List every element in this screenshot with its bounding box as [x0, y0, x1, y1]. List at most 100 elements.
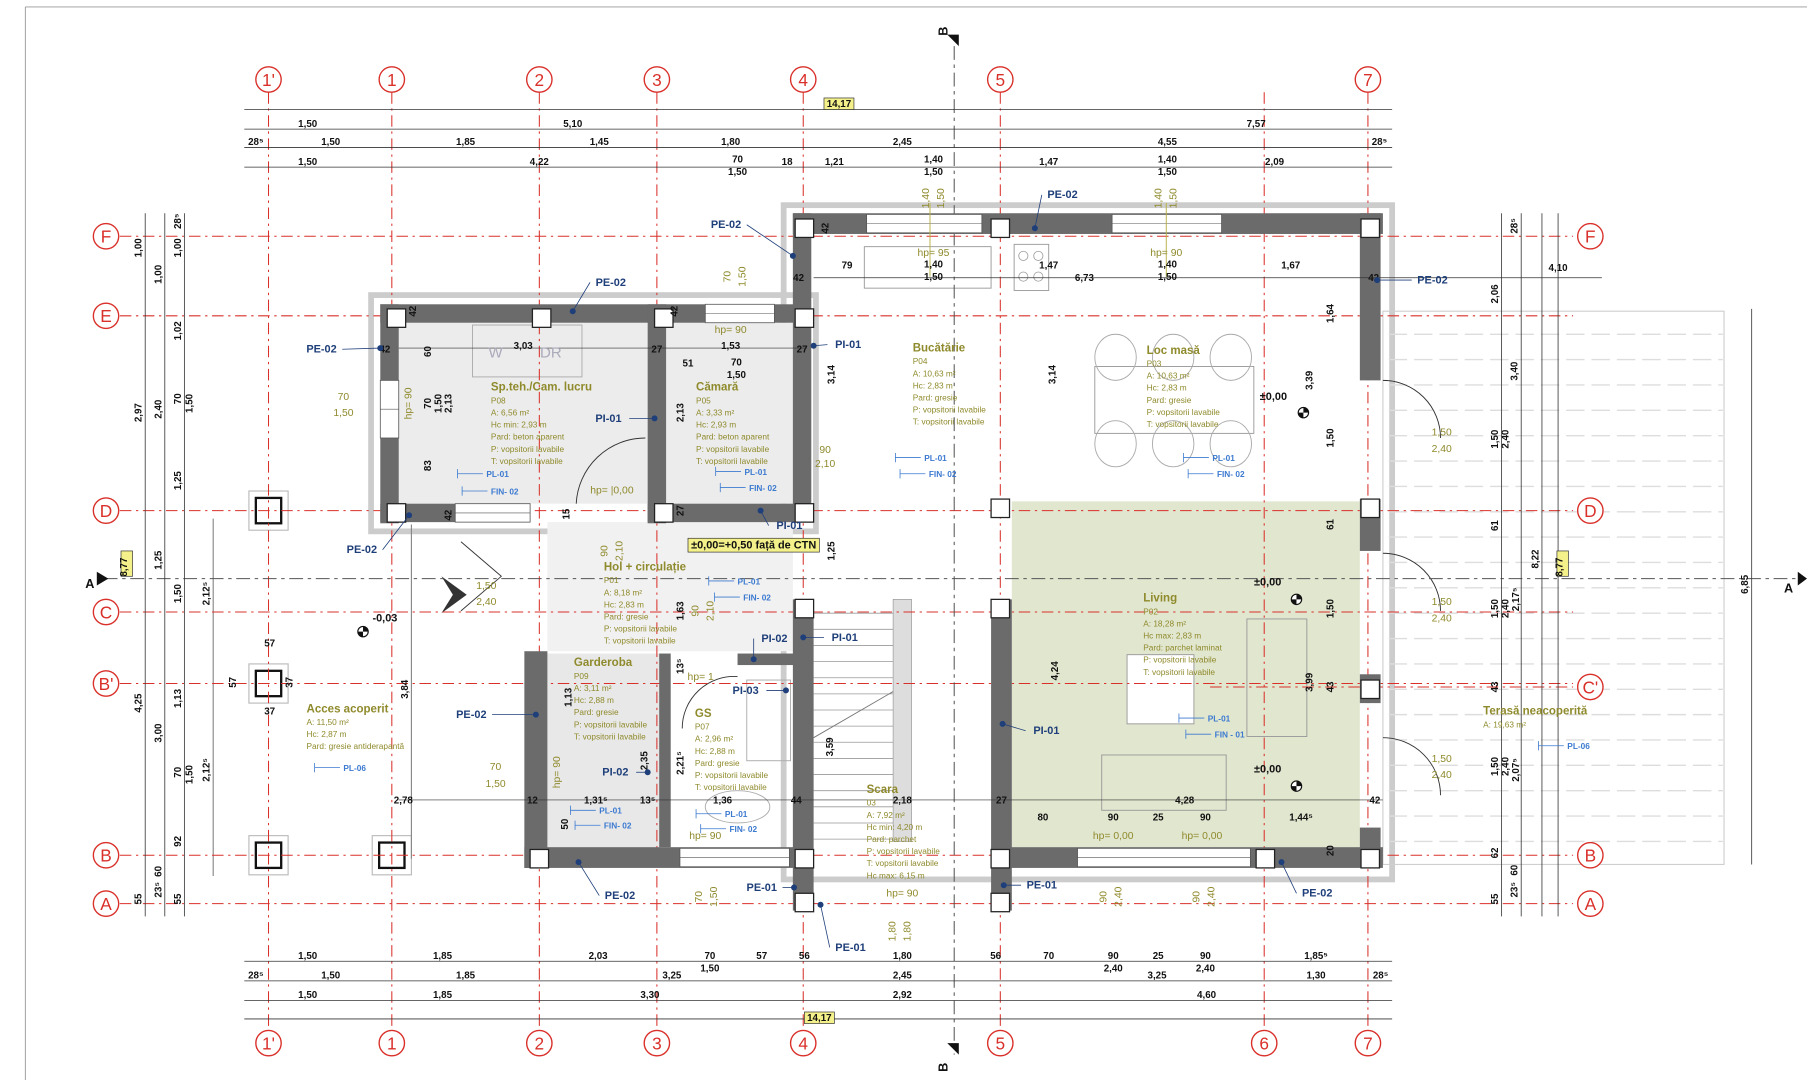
wall: [647, 503, 807, 523]
opening-dimension: 90: [819, 445, 831, 456]
dimension-right: 1,50: [1490, 756, 1501, 776]
dimension-right: 28⁵: [1510, 218, 1521, 233]
wall: [524, 651, 548, 868]
total-depth-left-box: [120, 550, 133, 577]
dimension-interior: 37: [285, 676, 296, 687]
room-spec: P01: [604, 575, 619, 585]
room-spec: P02: [1143, 606, 1158, 616]
total-width-bottom-box: [804, 1011, 835, 1024]
hob: [1013, 243, 1050, 291]
grid-bubble-right-circle: [1576, 841, 1604, 869]
opening-dimension: 2,40: [1432, 613, 1452, 624]
dimension-top: 1,50: [924, 167, 944, 178]
wall-type-tag: PI-01: [776, 520, 802, 532]
wall-type-tag: PI-03: [733, 685, 759, 697]
opening-dimension: hp= |0,00: [590, 485, 634, 496]
level-symbol-fill: [1298, 407, 1309, 418]
dimension-top: 2,09: [1265, 157, 1285, 168]
opening-dimension: 2,40: [1432, 770, 1452, 781]
grid-bubble-left-circle: [92, 222, 120, 250]
room-name: Bucătărie: [913, 343, 966, 355]
opening-dimension: hp= 1: [688, 672, 714, 683]
opening-dimension: 70: [723, 271, 734, 283]
finish-tag: FIN- 02: [729, 824, 757, 834]
dimension-interior: 51: [683, 359, 694, 370]
wall-type-tag: PE-01: [747, 882, 777, 894]
dimension-bottom: 57: [756, 951, 767, 962]
dimension-left: 1,00: [173, 238, 184, 258]
column: [990, 498, 1011, 519]
room-spec: P: vopsitorii lavabile: [695, 770, 769, 780]
finish-tag: PL-06: [343, 763, 366, 773]
room-spec: 03: [867, 798, 877, 808]
column: [1360, 848, 1381, 869]
armchair: [1246, 618, 1308, 737]
dimension-left: 1,00: [153, 264, 164, 284]
dimension-top: 1,40: [924, 155, 944, 166]
grid-bubble-bottom-circle: [525, 1029, 553, 1057]
opening-dimension: 2,40: [1207, 886, 1218, 906]
dimension-left: 92: [173, 835, 184, 846]
grid-bubble-left-circle: [92, 598, 120, 626]
dimension-interior: 42: [408, 305, 419, 316]
grid-bubble-bottom: 2: [535, 1033, 545, 1053]
room-spec: P: vopsitorii lavabile: [1147, 407, 1221, 417]
dimension-interior: 4,24: [1050, 661, 1061, 681]
room-spec: A: 10,63 m²: [1147, 371, 1190, 381]
dimension-top: 28⁵: [248, 137, 263, 148]
column: [529, 848, 550, 869]
dimension-interior: 15: [561, 508, 572, 519]
dimension-top: 1,40: [1158, 155, 1178, 166]
opening-dimension: 90: [1192, 891, 1203, 903]
wall: [737, 653, 796, 666]
dimension-top: 1,47: [1039, 157, 1059, 168]
grid-bubble-top-circle: [525, 66, 553, 93]
room-spec: A: 3,11 m²: [574, 683, 612, 693]
grid-bubble-bottom-circle: [255, 1029, 282, 1057]
room-spec: P07: [695, 722, 710, 732]
dimension-interior: 42: [1369, 795, 1380, 806]
floor-garderoba: [547, 653, 660, 848]
opening-dimension: 1,80: [887, 921, 898, 941]
dimension-interior: 79: [842, 261, 853, 272]
finish-tag: PL-01: [599, 806, 622, 816]
dimension-right: 8,22: [1530, 549, 1541, 569]
dimension-interior: 3,59: [825, 737, 836, 757]
section-arrow-icon: [1797, 571, 1807, 586]
room-spec: T: vopsitorii lavabile: [1143, 667, 1215, 677]
room-spec: Hc: 2,87 m: [307, 729, 347, 739]
opening-dimension: 90: [690, 605, 701, 617]
room-name: Acces acoperit: [307, 703, 389, 715]
wall: [380, 304, 807, 323]
dimension-interior: 1,67: [1281, 261, 1301, 272]
dimension-bottom: 28⁵: [248, 971, 263, 982]
grid-bubble-bottom-circle: [986, 1029, 1014, 1057]
dimension-right: 61: [1490, 520, 1501, 531]
dimension-bottom: 1,30: [1307, 971, 1327, 982]
wall: [792, 599, 814, 911]
dimension-bottom: 2,45: [893, 971, 913, 982]
room-spec: A: 10,63 m²: [913, 368, 956, 378]
dimension-interior: 83: [423, 460, 434, 471]
grid-bubble-right-circle: [1576, 890, 1604, 918]
grid-bubble-bottom: 3: [652, 1033, 662, 1053]
dimension-right: 2,40: [1501, 599, 1512, 619]
grid-bubble-top: 3: [652, 70, 662, 90]
dimension-right: 55: [1490, 893, 1501, 904]
dimension-bottom: 3,25: [1148, 971, 1168, 982]
dimension-right: 60: [1510, 864, 1521, 875]
chair: [1151, 420, 1195, 468]
room-spec: T: vopsitorii lavabile: [696, 456, 768, 466]
dimension-interior: 13⁵: [640, 795, 655, 806]
column: [386, 503, 407, 523]
column: [1360, 498, 1381, 519]
grid-bubble-right-circle: [1576, 222, 1604, 250]
dimension-bottom: 70: [1043, 951, 1054, 962]
wall: [792, 213, 812, 519]
dimension-top: 70: [732, 155, 743, 166]
room-spec: Pard: parchet laminat: [1143, 643, 1222, 653]
dimension-interior: 1,64: [1325, 303, 1336, 323]
column: [794, 308, 815, 328]
